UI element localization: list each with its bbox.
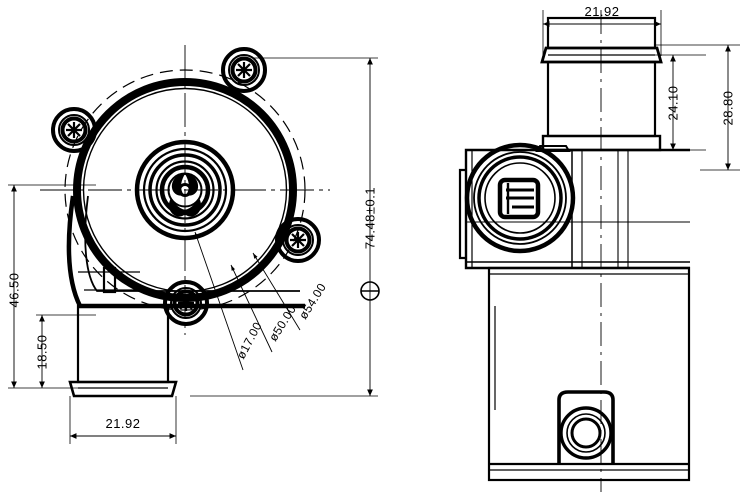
side-outlet-port [540, 16, 663, 152]
screw-head-s [178, 295, 194, 311]
connector-ring-2 [473, 151, 567, 245]
front-view [40, 45, 330, 398]
mounting-ear-nw [51, 107, 97, 153]
dim-21-92-front-text: 21.92 [105, 416, 140, 431]
dim-28-80-text: 28.80 [721, 90, 736, 125]
dim-d17-leader [194, 231, 244, 371]
connector-collar-left [458, 168, 466, 260]
dim-d54-leader [252, 252, 301, 331]
boss-ring-3 [570, 417, 602, 449]
volute-outer-contour [66, 195, 305, 309]
screw-head-nw [66, 122, 82, 138]
connector-outer-ring [464, 142, 576, 254]
dim-18-50: 18.50 [35, 314, 96, 388]
lower-body-outline [487, 266, 691, 482]
mounting-ear-s [163, 280, 209, 326]
connector-collar [458, 168, 467, 260]
dim-24-10-text: 24.10 [666, 85, 681, 120]
dim-24-10: 24.10 [655, 54, 706, 151]
mounting-ear-ne [221, 47, 267, 93]
side-view-dimensions: 21.92 24.10 28.80 [542, 4, 740, 171]
dim-74-48-text: 74.48±0.1 [363, 187, 378, 249]
impeller-vane-3 [168, 198, 187, 217]
dim-74-48: 74.48±0.1 [190, 57, 380, 397]
dim-18-50-text: 18.50 [35, 334, 50, 369]
dim-46-50: 46.50 [7, 184, 96, 389]
dim-21-92-side: 21.92 [542, 4, 662, 56]
connector-keyway [497, 177, 541, 220]
boss-ring-1 [559, 406, 613, 460]
connector-pin-block [497, 177, 541, 220]
dim-d50-leader [230, 264, 273, 353]
impeller-vane-2 [183, 198, 202, 217]
side-view [458, 10, 691, 492]
mounting-ears [51, 47, 321, 326]
screw-head-ne [236, 62, 252, 78]
inlet-port-flange [68, 380, 178, 398]
datum-symbol [360, 281, 380, 301]
boss-bracket [557, 390, 615, 463]
dim-28-80: 28.80 [655, 44, 740, 171]
dim-21-92-front: 21.92 [69, 396, 177, 444]
side-lower-body [487, 266, 691, 482]
connector-ring-4 [484, 162, 556, 234]
bottom-mounting-boss [557, 390, 615, 463]
outlet-barb-flange [540, 46, 663, 64]
dim-46-50-text: 46.50 [7, 272, 22, 307]
connector-ring-3 [477, 155, 563, 241]
boss-ring-2 [566, 413, 606, 453]
mounting-ear-se [275, 217, 321, 263]
dim-21-92-side-text: 21.92 [584, 4, 619, 19]
electrical-connector [464, 142, 576, 254]
screw-head-se [290, 232, 306, 248]
